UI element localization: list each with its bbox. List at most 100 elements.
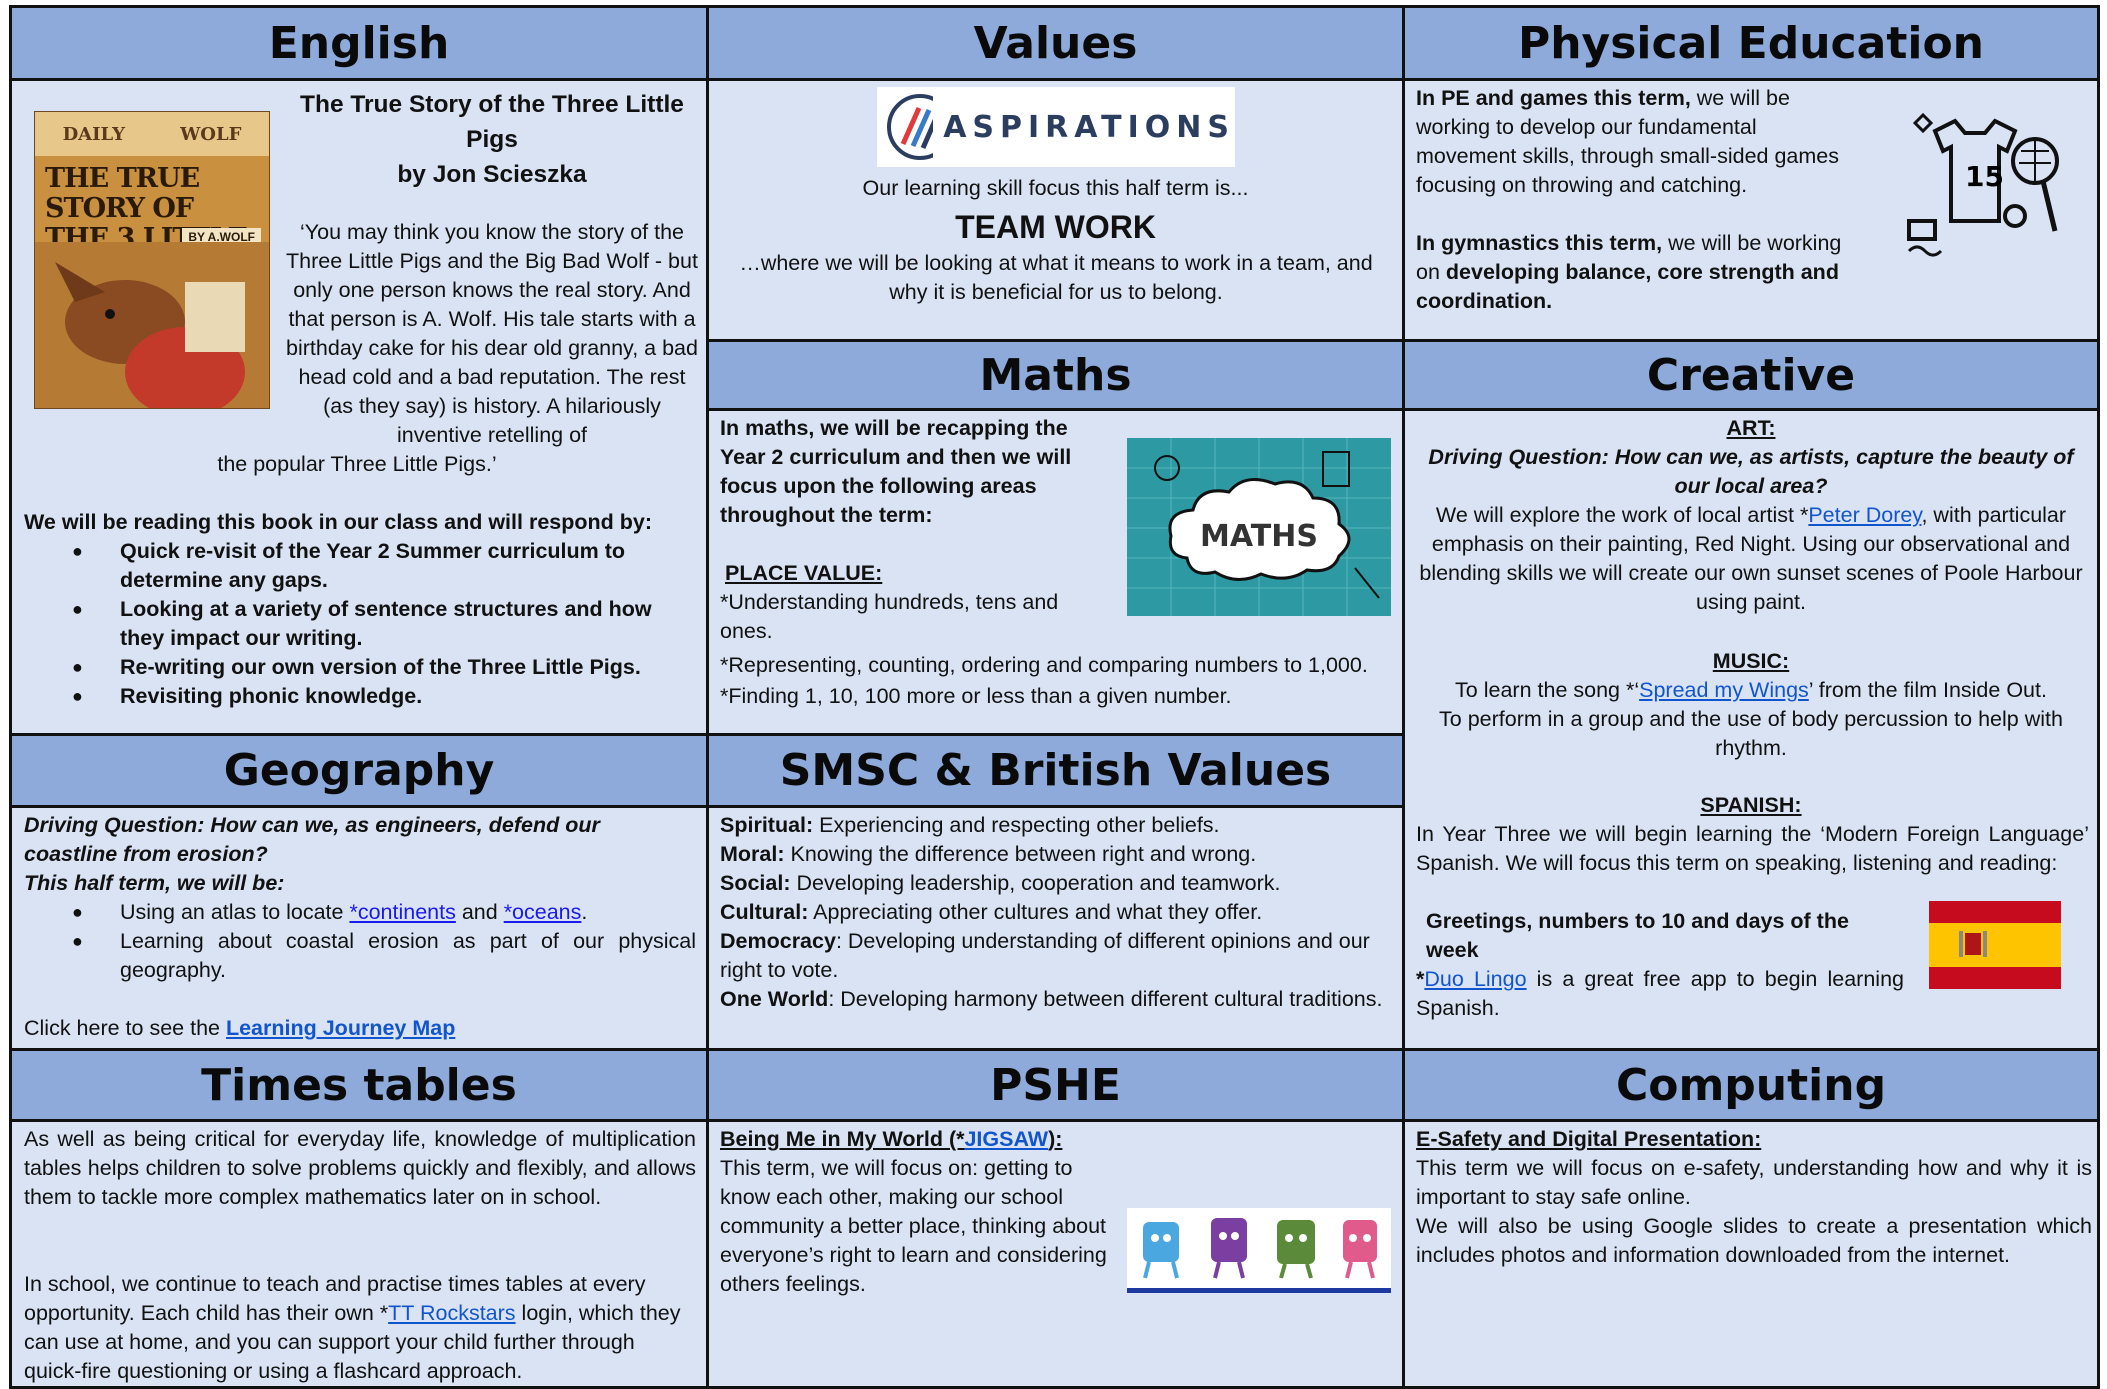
computing-heading: E-Safety and Digital Presentation: bbox=[1416, 1127, 1762, 1151]
computing-text-2: We will also be using Google slides to c… bbox=[1416, 1214, 2092, 1267]
maths-line-1: *Understanding hundreds, tens and ones. bbox=[720, 590, 1059, 643]
times-title: Times tables bbox=[201, 1059, 517, 1111]
pe-games-text: In PE and games this term, we will be wo… bbox=[1416, 84, 1856, 200]
smsc-text: Experiencing and respecting other belief… bbox=[813, 813, 1220, 837]
list-item: Quick re-visit of the Year 2 Summer curr… bbox=[24, 537, 696, 595]
maths-image: MATHS bbox=[1127, 438, 1391, 616]
oceans-link[interactable]: *oceans bbox=[503, 900, 582, 924]
smsc-text: : Developing understanding of different … bbox=[720, 929, 1370, 982]
pe-games-body: we will be working to develop our fundam… bbox=[1416, 86, 1839, 197]
list-item: Looking at a variety of sentence structu… bbox=[24, 595, 696, 653]
book-blurb: ‘You may think you know the story of the… bbox=[286, 220, 698, 447]
list-item: Learning about coastal erosion as part o… bbox=[24, 927, 696, 985]
spread-my-wings-link[interactable]: Spread my Wings bbox=[1639, 678, 1809, 702]
geo-b1-end: . bbox=[581, 900, 588, 924]
spanish-topics: Greetings, numbers to 10 and days of the… bbox=[1426, 909, 1849, 962]
wolf-illustration bbox=[35, 242, 269, 408]
music-text-1: To learn the song *‘ bbox=[1455, 678, 1640, 702]
art-question: Driving Question: How can we, as artists… bbox=[1428, 445, 2074, 498]
smsc-item-cultural: Cultural: Appreciating other cultures an… bbox=[720, 898, 1396, 927]
maths-image-label: MATHS bbox=[1200, 519, 1318, 554]
jigsaw-link[interactable]: JIGSAW bbox=[964, 1127, 1049, 1151]
smsc-label: Spiritual: bbox=[720, 813, 814, 837]
smsc-label: One World bbox=[720, 987, 829, 1011]
smsc-item-one-world: One World: Developing harmony between di… bbox=[720, 985, 1396, 1014]
duo-lingo-link[interactable]: Duo Lingo bbox=[1424, 967, 1527, 991]
maths-panel: In maths, we will be recapping the Year … bbox=[706, 408, 1405, 736]
pe-gym-body: we will be working on bbox=[1416, 231, 1842, 284]
book-author: by Jon Scieszka bbox=[397, 161, 587, 188]
tt-rockstars-link[interactable]: TT Rockstars bbox=[388, 1301, 516, 1325]
pshe-header: PSHE bbox=[706, 1048, 1405, 1122]
values-header: Values bbox=[706, 5, 1405, 81]
spanish-heading: SPANISH: bbox=[1700, 793, 1802, 817]
maths-intro: In maths, we will be recapping the Year … bbox=[720, 416, 1072, 527]
pshe-heading-1: Being Me in My World (* bbox=[720, 1127, 965, 1151]
computing-panel: E-Safety and Digital Presentation: This … bbox=[1402, 1119, 2100, 1389]
book-cover-image: DAILY WOLF THE TRUE STORY OF THE 3 LITTL… bbox=[34, 111, 270, 409]
list-item: Revisiting phonic knowledge. bbox=[24, 682, 696, 711]
times-header: Times tables bbox=[9, 1048, 709, 1122]
english-title: English bbox=[268, 17, 450, 69]
geo-b1-and: and bbox=[455, 900, 504, 924]
art-text-1: We will explore the work of local artist… bbox=[1435, 503, 1809, 527]
click-here-text: Click here to see the bbox=[24, 1016, 226, 1040]
geography-half-term: This half term, we will be: bbox=[24, 871, 285, 895]
cover-title-1: THE TRUE STORY OF bbox=[45, 163, 200, 224]
pe-panel: In PE and games this term, we will be wo… bbox=[1402, 78, 2100, 342]
learning-journey-text: Click here to see the Learning Journey M… bbox=[24, 1014, 696, 1043]
smsc-item-democracy: Democracy: Developing understanding of d… bbox=[720, 927, 1396, 985]
continents-link[interactable]: *continents bbox=[349, 900, 456, 924]
music-text-3: To perform in a group and the use of bod… bbox=[1439, 707, 2063, 760]
times-text-2a: In school, we continue to teach and prac… bbox=[24, 1272, 646, 1325]
pe-title: Physical Education bbox=[1517, 17, 1985, 69]
pe-gym-bold: In gymnastics this term, bbox=[1416, 231, 1663, 255]
smsc-text: Developing leadership, cooperation and t… bbox=[790, 871, 1281, 895]
pshe-panel: Being Me in My World (*JIGSAW): This ter… bbox=[706, 1119, 1405, 1389]
smsc-item-social: Social: Developing leadership, cooperati… bbox=[720, 869, 1396, 898]
music-heading: MUSIC: bbox=[1712, 649, 1790, 673]
pe-gymnastics-text: In gymnastics this term, we will be work… bbox=[1416, 229, 1856, 316]
pshe-title: PSHE bbox=[990, 1059, 1121, 1111]
respond-intro: We will be reading this book in our clas… bbox=[24, 510, 652, 534]
times-text-2b: login, which they can use at home, and y… bbox=[24, 1301, 681, 1383]
smsc-list: Spiritual: Experiencing and respecting o… bbox=[720, 811, 1396, 1014]
list-item: Re-writing our own version of the Three … bbox=[24, 653, 696, 682]
values-panel: ASPIRATIONS Our learning skill focus thi… bbox=[706, 78, 1405, 342]
focus-intro: Our learning skill focus this half term … bbox=[862, 176, 1249, 200]
smsc-item-spiritual: Spiritual: Experiencing and respecting o… bbox=[720, 811, 1396, 840]
geography-bullet-list: Using an atlas to locate *continents and… bbox=[24, 898, 696, 985]
geography-header: Geography bbox=[9, 733, 709, 808]
peter-dorey-link[interactable]: Peter Dorey bbox=[1808, 503, 1922, 527]
geography-question: Driving Question: How can we, as enginee… bbox=[24, 813, 600, 866]
times-text-1: As well as being critical for everyday l… bbox=[24, 1127, 696, 1209]
focus-skill: TEAM WORK bbox=[955, 209, 1156, 245]
geography-title: Geography bbox=[223, 745, 495, 796]
pshe-heading: Being Me in My World (*JIGSAW): bbox=[720, 1125, 1400, 1154]
spanish-text: In Year Three we will begin learning the… bbox=[1416, 822, 2089, 875]
learning-journey-map-link[interactable]: Learning Journey Map bbox=[225, 1016, 456, 1040]
smsc-item-moral: Moral: Knowing the difference between ri… bbox=[720, 840, 1396, 869]
book-blurb-end: the popular Three Little Pigs.’ bbox=[217, 452, 497, 476]
pshe-heading-2: ): bbox=[1048, 1127, 1063, 1151]
jigsaw-characters-illustration bbox=[1143, 1218, 1377, 1279]
cover-wolf: WOLF bbox=[180, 123, 242, 145]
list-item: Using an atlas to locate *continents and… bbox=[24, 898, 696, 927]
pe-games-bold: In PE and games this term, bbox=[1416, 86, 1691, 110]
pe-header: Physical Education bbox=[1402, 5, 2100, 81]
spain-flag-icon bbox=[1929, 901, 2061, 989]
maths-line-2: *Representing, counting, ordering and co… bbox=[720, 653, 1368, 677]
smsc-header: SMSC & British Values bbox=[706, 733, 1405, 808]
pe-gym-bold-2: developing balance, core strength and co… bbox=[1416, 260, 1839, 313]
shirt-number: 15 bbox=[1965, 160, 2004, 193]
english-bullet-list: Quick re-visit of the Year 2 Summer curr… bbox=[24, 537, 696, 711]
maths-line-3: *Finding 1, 10, 100 more or less than a … bbox=[720, 684, 1232, 708]
smsc-title: SMSC & British Values bbox=[779, 745, 1332, 796]
creative-title: Creative bbox=[1646, 349, 1856, 401]
maths-header: Maths bbox=[706, 339, 1405, 411]
english-panel: DAILY WOLF THE TRUE STORY OF THE 3 LITTL… bbox=[9, 78, 709, 736]
jigsaw-characters-image bbox=[1127, 1208, 1391, 1293]
art-heading: ART: bbox=[1726, 416, 1776, 440]
book-title: The True Story of the Three Little Pigs bbox=[300, 91, 684, 153]
times-panel: As well as being critical for everyday l… bbox=[9, 1119, 709, 1389]
